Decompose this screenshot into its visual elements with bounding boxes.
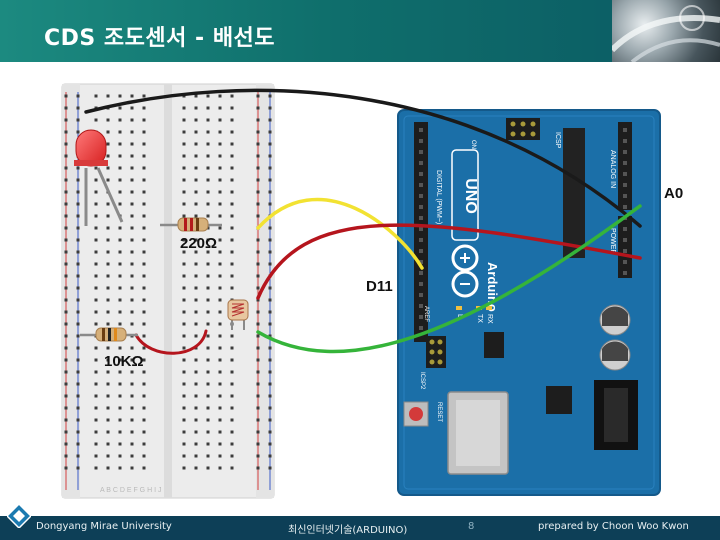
red-wire-5v xyxy=(256,223,642,300)
analog-label: ANALOG IN xyxy=(609,150,616,188)
university-logo-icon xyxy=(7,504,31,528)
regulator-chip xyxy=(546,386,572,414)
red-jumper xyxy=(134,329,208,355)
breadboard-holes xyxy=(64,94,272,470)
resistor-10k xyxy=(80,327,138,342)
black-wire-gnd xyxy=(84,88,642,228)
icsp-header xyxy=(506,118,540,140)
analog-header xyxy=(618,122,632,210)
footer-author: prepared by Choon Woo Kwon xyxy=(538,521,689,532)
on-led-label: ON xyxy=(470,140,476,149)
reset-label: RESET xyxy=(436,402,442,422)
power-header xyxy=(618,216,632,278)
icsp2-label: ICSP2 xyxy=(419,372,425,390)
cds-photoresistor xyxy=(227,299,249,330)
breadboard-column-labels: A B C D E F G H I J xyxy=(100,487,161,494)
power-label: POWER xyxy=(609,228,616,254)
icsp2-header xyxy=(426,336,446,368)
digital-label: DIGITAL (PWM~) xyxy=(435,170,442,224)
aref-label: AREF xyxy=(423,306,429,322)
resistor-220 xyxy=(160,217,222,232)
label-10k-ohm: 10KΩ xyxy=(104,353,144,370)
voltage-regulator xyxy=(484,332,504,358)
rx-label: RX xyxy=(486,314,493,324)
wires xyxy=(84,88,642,355)
led xyxy=(74,129,124,226)
label-d11: D11 xyxy=(366,278,393,295)
yellow-wire-d11 xyxy=(256,197,424,270)
footer-bar xyxy=(0,516,720,540)
digital-header xyxy=(414,122,428,342)
footer-course: 최신인터넷기술(ARDUINO) xyxy=(288,525,408,536)
arduino-infinity-logo xyxy=(451,244,479,298)
l-led-label: L xyxy=(456,314,463,318)
microcontroller-chip xyxy=(563,128,585,258)
label-220-ohm: 220Ω xyxy=(180,235,217,252)
title-decor-image xyxy=(612,0,720,62)
breadboard: A B C D E F G H I J xyxy=(61,83,275,499)
green-wire-a0 xyxy=(256,204,642,354)
label-a0: A0 xyxy=(664,185,683,202)
footer-university: Dongyang Mirae University xyxy=(36,521,172,532)
arduino-uno-board: ICSP ICSP2 UNO Arduino DIGITAL (PWM~) AN… xyxy=(397,109,661,496)
footer-page-number: 8 xyxy=(468,521,475,532)
page-title: CDS 조도센서 - 배선도 xyxy=(44,26,276,51)
icsp-label: ICSP xyxy=(554,132,561,149)
title-bar xyxy=(0,0,720,62)
uno-logo-text: UNO xyxy=(462,178,479,214)
tx-label: TX xyxy=(476,314,483,323)
